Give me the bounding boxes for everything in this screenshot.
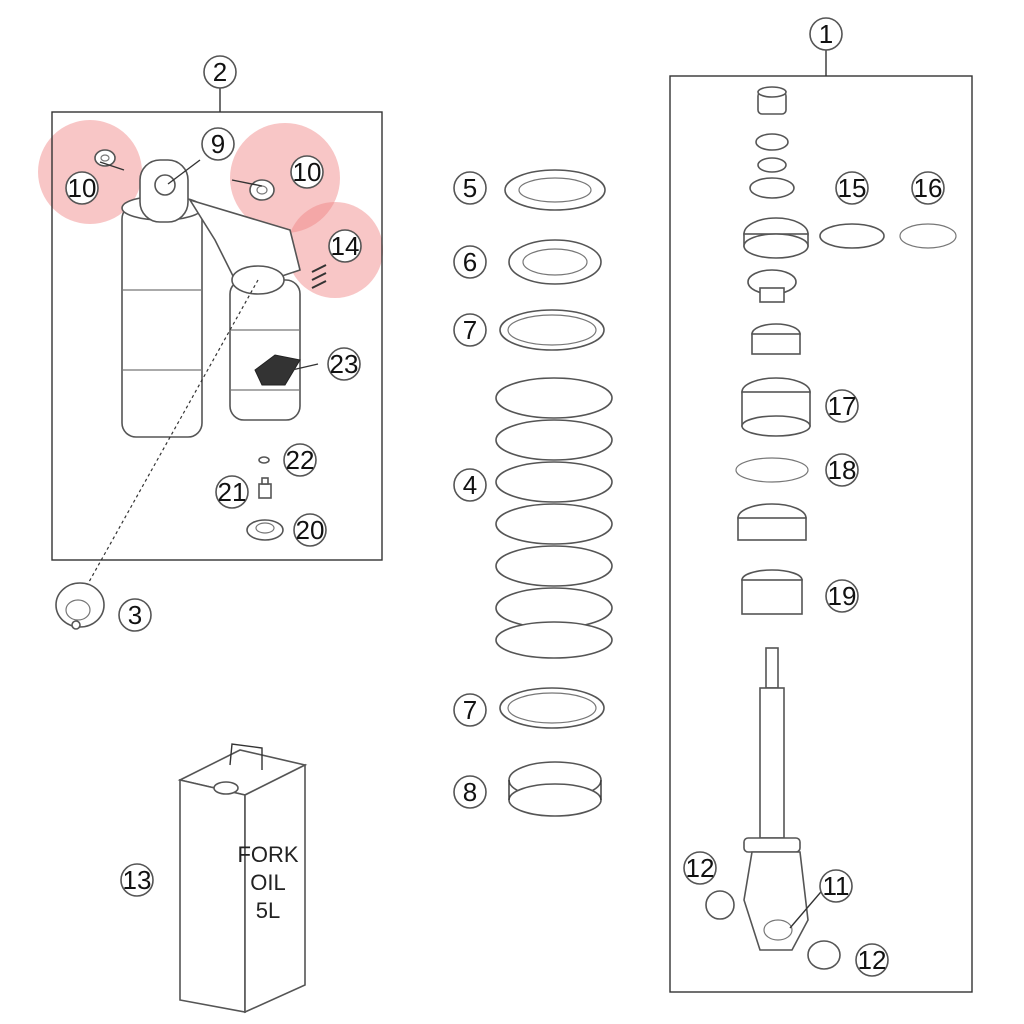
part-spacer <box>751 323 801 355</box>
part-12-bushing-left <box>705 890 735 920</box>
callout-2: 2 <box>203 55 237 89</box>
svg-text:12: 12 <box>686 853 715 883</box>
svg-text:10: 10 <box>68 173 97 203</box>
part-18-circlip <box>735 457 809 483</box>
svg-text:16: 16 <box>914 173 943 203</box>
highlight-part-10-right <box>230 123 340 233</box>
callout-21: 21 <box>215 475 249 509</box>
part-19-bump-rubber <box>741 569 803 615</box>
part-piston-assembly <box>743 217 809 259</box>
part-washer-2 <box>757 157 787 173</box>
callout-12-left: 12 <box>683 851 717 885</box>
callout-13: 13 <box>120 863 154 897</box>
svg-text:1: 1 <box>819 19 833 49</box>
callout-14: 14 <box>328 229 362 263</box>
callouts: 1 2 3 4 5 6 7 7 8 9 10 10 11 12 12 13 14… <box>65 17 945 977</box>
callout-15: 15 <box>835 171 869 205</box>
svg-text:12: 12 <box>858 945 887 975</box>
part-4-spring <box>495 377 613 659</box>
part-bearing-cap <box>737 503 807 541</box>
svg-text:5: 5 <box>463 173 477 203</box>
part-17-seal-head <box>741 377 811 437</box>
svg-text:20: 20 <box>296 515 325 545</box>
svg-text:11: 11 <box>823 871 850 901</box>
part-3-adjuster <box>55 582 105 630</box>
part-piston-rod <box>743 647 809 951</box>
callout-7-upper: 7 <box>453 313 487 347</box>
callout-10-right: 10 <box>290 155 324 189</box>
callout-16: 16 <box>911 171 945 205</box>
svg-text:6: 6 <box>463 247 477 277</box>
oil-can-label-line2: OIL <box>250 870 285 895</box>
svg-text:14: 14 <box>331 231 360 261</box>
svg-text:7: 7 <box>463 695 477 725</box>
part-14-clip <box>311 264 327 289</box>
svg-text:10: 10 <box>293 157 322 187</box>
part-16-o-ring <box>899 223 957 249</box>
callout-11: 11 <box>819 869 853 903</box>
svg-text:7: 7 <box>463 315 477 345</box>
callout-22: 22 <box>283 443 317 477</box>
callout-19: 19 <box>825 579 859 613</box>
part-washer-1 <box>755 133 789 151</box>
highlight-part-10-left <box>38 120 142 224</box>
leader-lines <box>99 159 827 929</box>
part-8-spring-seat <box>508 761 602 817</box>
group-frame-2 <box>51 111 383 561</box>
part-20-cap <box>246 519 284 541</box>
svg-text:19: 19 <box>828 581 857 611</box>
callout-20: 20 <box>293 513 327 547</box>
part-6-ring <box>508 239 602 285</box>
part-7-washer-lower <box>499 687 605 729</box>
part-10-bushing-right <box>249 179 275 201</box>
shock-absorber-body <box>79 159 301 599</box>
part-7-washer-upper <box>499 309 605 351</box>
part-15-seal-ring <box>819 223 885 249</box>
svg-text:3: 3 <box>128 600 142 630</box>
svg-text:21: 21 <box>218 477 247 507</box>
callout-18: 18 <box>825 453 859 487</box>
svg-text:4: 4 <box>463 470 477 500</box>
svg-text:15: 15 <box>838 173 867 203</box>
part-nut-top <box>757 86 787 115</box>
callout-12-right: 12 <box>855 943 889 977</box>
part-21-valve <box>258 477 272 499</box>
svg-text:23: 23 <box>330 349 359 379</box>
part-5-ring <box>504 169 606 211</box>
svg-text:9: 9 <box>211 129 225 159</box>
callout-23: 23 <box>327 347 361 381</box>
svg-text:2: 2 <box>213 57 227 87</box>
callout-6: 6 <box>453 245 487 279</box>
callout-9: 9 <box>201 127 235 161</box>
callout-7-lower: 7 <box>453 693 487 727</box>
oil-can-label-line3: 5L <box>256 898 280 923</box>
svg-text:18: 18 <box>828 455 857 485</box>
callout-10-left: 10 <box>65 171 99 205</box>
svg-text:8: 8 <box>463 777 477 807</box>
callout-17: 17 <box>825 389 859 423</box>
callout-8: 8 <box>453 775 487 809</box>
svg-text:22: 22 <box>286 445 315 475</box>
callout-5: 5 <box>453 171 487 205</box>
part-12-bushing-right <box>807 940 841 970</box>
part-22-washer <box>258 456 270 464</box>
part-13-fork-oil-can: FORK OIL 5L <box>177 743 308 1014</box>
group-frame-1 <box>669 75 973 993</box>
part-valve-seat <box>747 269 797 303</box>
svg-text:17: 17 <box>828 391 857 421</box>
part-bump-stop <box>749 177 795 199</box>
callout-1: 1 <box>809 17 843 51</box>
callout-4: 4 <box>453 468 487 502</box>
svg-text:13: 13 <box>123 865 152 895</box>
oil-can-label-line1: FORK <box>237 842 298 867</box>
callout-3: 3 <box>118 598 152 632</box>
